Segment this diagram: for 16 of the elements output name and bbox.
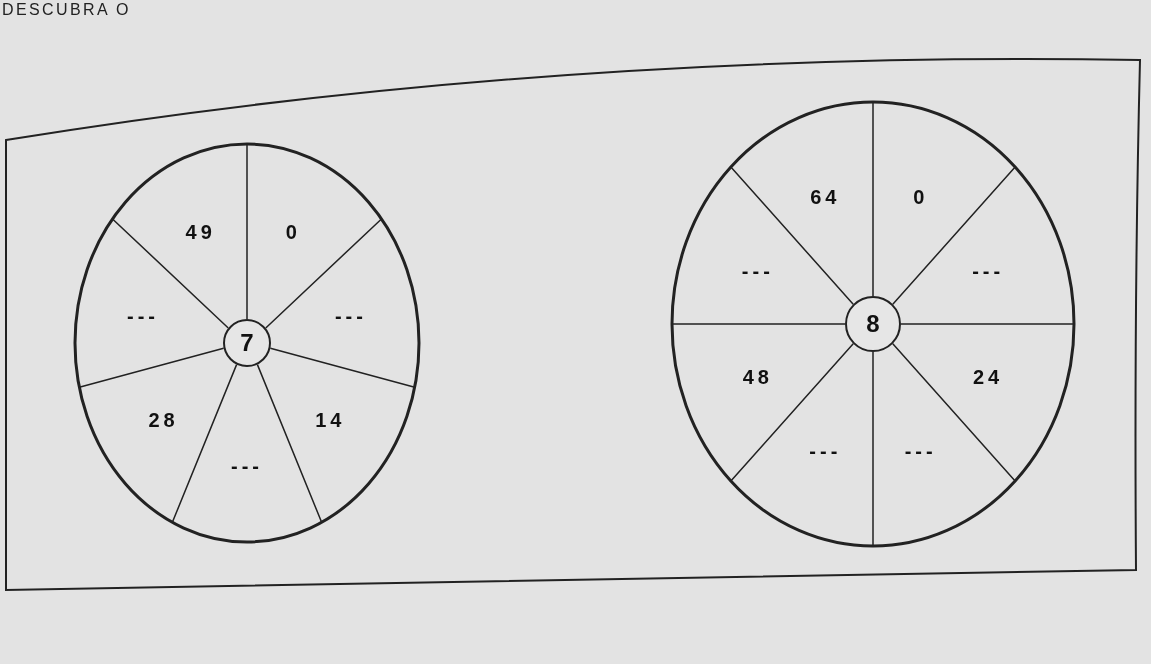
segment-number: ---: [231, 454, 263, 480]
segment-number: 64: [810, 184, 841, 210]
segment-number: ---: [904, 439, 937, 465]
segment-number: ---: [809, 439, 842, 465]
segment-number: 0: [285, 219, 301, 245]
segment-number: ---: [972, 259, 1005, 285]
segment-number: 14: [315, 407, 346, 433]
segment-number: 28: [148, 407, 179, 433]
segment-number: 0: [913, 184, 929, 210]
title: DESCUBRA O: [2, 0, 131, 20]
segment-number: ---: [334, 303, 367, 329]
segment-number: ---: [127, 303, 159, 329]
segment-number: ---: [741, 259, 774, 285]
segment-number: 24: [973, 364, 1004, 390]
segment-number: 48: [742, 364, 773, 390]
segment-number: 49: [185, 219, 216, 245]
